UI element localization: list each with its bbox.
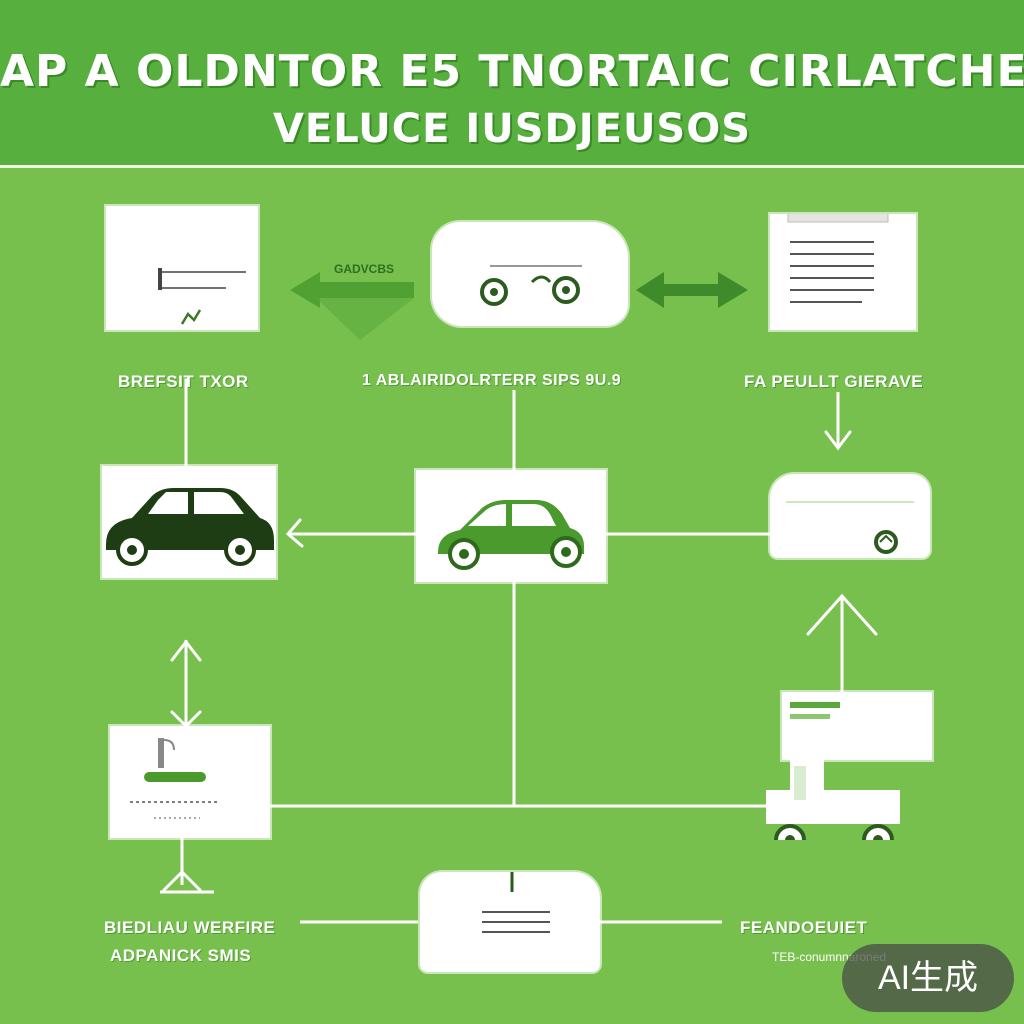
node-top-center[interactable] bbox=[432, 222, 628, 326]
car-icon bbox=[106, 488, 274, 566]
header-banner: AP A OLDNTOR E5 TNORTAIC CIRLATCHE VELUC… bbox=[0, 0, 1024, 168]
node-bottom-left-label-2: ADPANICK SMIS bbox=[110, 946, 252, 965]
engine-icon bbox=[480, 265, 582, 306]
document-list-icon bbox=[787, 214, 889, 303]
page-subtitle: VELUCE IUSDJEUSOS bbox=[272, 106, 752, 152]
battery-pack-icon bbox=[482, 872, 550, 933]
node-bottom-left-label-1: BIEDLIAU WERFIRE bbox=[104, 918, 276, 937]
charging-station-icon bbox=[130, 738, 220, 819]
node-top-center-label: 1 ABLAIRIDOLRTERR SIPS 9U.9 bbox=[362, 372, 622, 389]
node-bottom-right-panel[interactable] bbox=[782, 692, 932, 760]
node-mid-left[interactable] bbox=[102, 466, 276, 578]
node-bottom-right[interactable] bbox=[766, 760, 902, 840]
page-title: AP A OLDNTOR E5 TNORTAIC CIRLATCHE bbox=[0, 46, 1024, 97]
truck-icon bbox=[766, 760, 900, 840]
car-icon bbox=[438, 500, 584, 570]
node-mid-right[interactable] bbox=[770, 474, 930, 558]
node-bottom-right-label-1: FEANDOEUIET bbox=[740, 918, 868, 937]
document-panel-icon bbox=[790, 702, 840, 719]
node-top-right[interactable] bbox=[770, 214, 916, 330]
node-mid-center[interactable] bbox=[416, 470, 606, 582]
ai-generated-badge: AI生成 bbox=[842, 944, 1014, 1012]
document-icon bbox=[158, 268, 246, 325]
node-top-right-label: FA PEULLT GIERAVE bbox=[744, 372, 924, 391]
recycle-icon bbox=[786, 501, 914, 554]
node-top-left[interactable] bbox=[106, 206, 258, 330]
node-bottom-left[interactable] bbox=[110, 726, 270, 838]
arrow-label: GADVCBS bbox=[334, 262, 395, 276]
node-bottom-center[interactable] bbox=[420, 872, 600, 972]
node-top-left-label: BREFSIT TXOR bbox=[118, 372, 249, 391]
